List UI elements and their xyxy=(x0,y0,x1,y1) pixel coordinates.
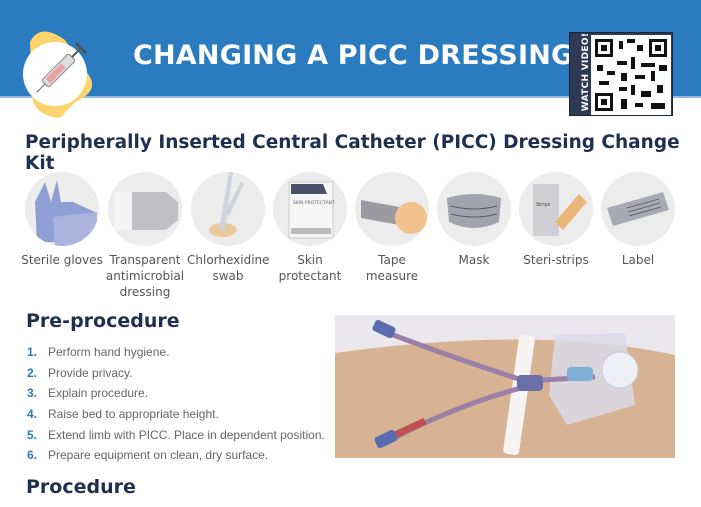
kit-item-label-sticker: Label xyxy=(597,172,679,268)
kit-item-label: Steri-strips xyxy=(523,253,589,267)
kit-item-tape-measure: Tape measure xyxy=(351,172,433,284)
header-band: CHANGING A PICC DRESSING WATCH VIDEO! xyxy=(0,0,701,118)
step-text: Perform hand hygiene. xyxy=(48,345,170,359)
list-item: 2. Provide privacy. xyxy=(27,366,327,387)
step-number: 5. xyxy=(27,427,38,442)
step-text: Raise bed to appropriate height. xyxy=(48,407,219,422)
dressing-icon xyxy=(108,172,182,246)
list-item: 5. Extend limb with PICC. Place in depend… xyxy=(27,428,327,449)
step-number: 4. xyxy=(27,407,38,422)
page-title: CHANGING A PICC DRESSING xyxy=(133,40,574,71)
steri-strips-icon: Strips xyxy=(519,172,593,246)
pack-text: SKIN PROTECTANT xyxy=(293,200,335,206)
syringe-logo-icon xyxy=(23,31,93,118)
mask-icon xyxy=(437,172,511,246)
label-icon xyxy=(601,172,675,246)
step-number: 2. xyxy=(27,365,38,380)
tape-measure-icon xyxy=(355,172,429,246)
list-item: 4. Raise bed to appropriate height. xyxy=(27,407,327,428)
qr-code-watch-video[interactable]: WATCH VIDEO! xyxy=(569,32,673,116)
kit-item-chlorhexidine-swab: Chlorhexidine swab xyxy=(187,172,270,284)
step-text: Explain procedure. xyxy=(48,386,149,401)
step-text: Prepare equipment on clean, dry surface. xyxy=(48,448,269,463)
kit-item-sterile-gloves: Sterile gloves xyxy=(21,172,103,268)
kit-item-steri-strips: Strips Steri-strips xyxy=(515,172,597,268)
skin-protectant-icon: SKIN PROTECTANT xyxy=(273,172,347,246)
kit-item-label: Tape measure xyxy=(365,253,419,283)
step-number: 3. xyxy=(27,386,38,401)
step-number: 6. xyxy=(27,448,38,463)
kit-item-label: Chlorhexidine swab xyxy=(187,253,270,283)
step-text: Extend limb with PICC. Place in dependen… xyxy=(48,427,325,442)
kit-item-label: Label xyxy=(621,253,655,267)
procedure-heading: Procedure xyxy=(26,476,136,498)
kit-item-label: Skin protectant xyxy=(278,253,342,283)
kit-item-label: Mask xyxy=(458,253,490,267)
kit-item-label: Sterile gloves xyxy=(21,253,103,267)
list-item: 3. Explain procedure. xyxy=(27,386,327,407)
picc-line-illustration xyxy=(335,315,675,458)
swab-icon xyxy=(191,172,265,246)
pre-procedure-heading: Pre-procedure xyxy=(26,310,180,332)
list-item: 1. Perform hand hygiene. xyxy=(27,345,327,366)
kit-title: Peripherally Inserted Central Catheter (… xyxy=(25,132,680,174)
list-item: 6. Prepare equipment on clean, dry surfac… xyxy=(27,448,327,469)
gloves-icon xyxy=(25,172,99,246)
kit-item-label: Transparent antimicrobial dressing xyxy=(105,253,185,299)
qr-code-icon xyxy=(591,35,671,115)
pack-text: Strips xyxy=(536,202,551,208)
step-number: 1. xyxy=(27,345,38,359)
pre-procedure-list: 1. Perform hand hygiene. 2. Provide privac… xyxy=(27,345,327,469)
kit-item-skin-protectant: SKIN PROTECTANT Skin protectant xyxy=(269,172,351,284)
step-text: Provide privacy. xyxy=(48,365,133,380)
watch-video-label: WATCH VIDEO! xyxy=(581,32,591,112)
kit-item-transparent-dressing: Transparent antimicrobial dressing xyxy=(104,172,186,300)
kit-item-mask: Mask xyxy=(433,172,515,268)
